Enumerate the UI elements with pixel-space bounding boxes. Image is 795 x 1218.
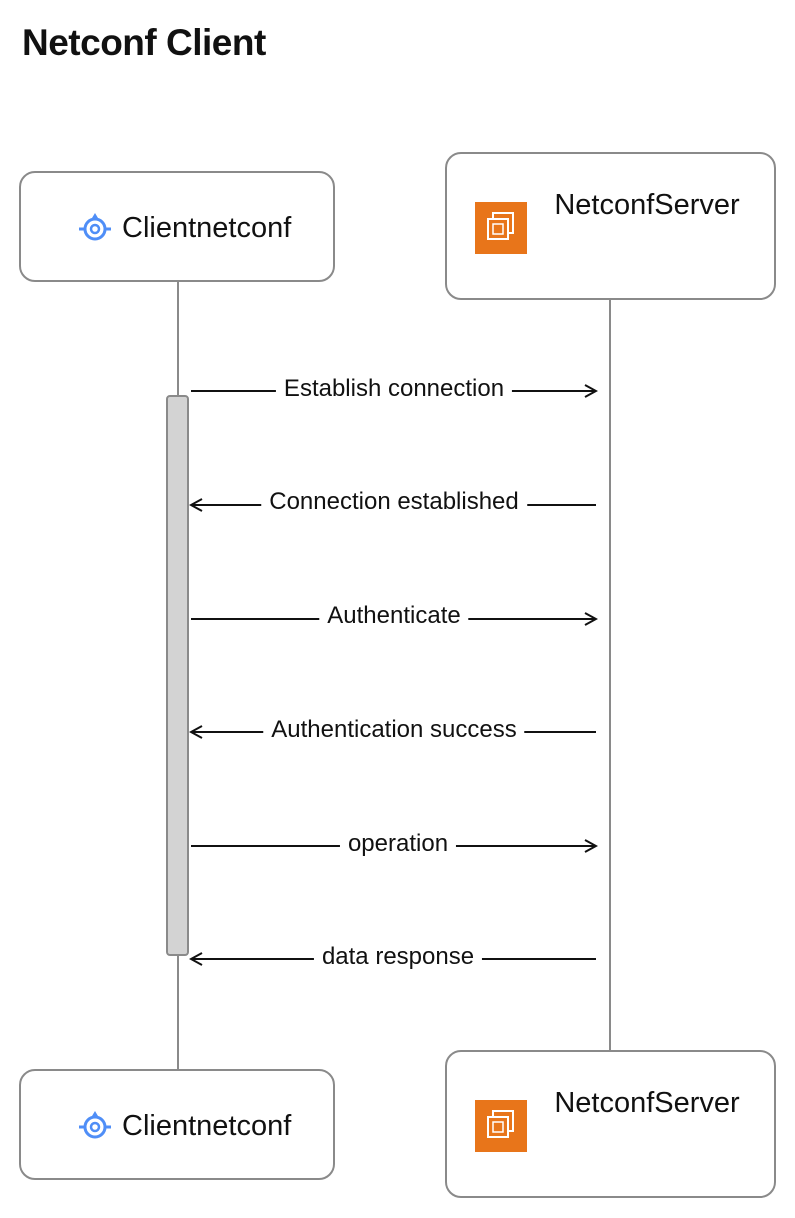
message-label: Establish connection [275,375,513,403]
client-participant-bottom: Clientnetconf [19,1069,335,1180]
client-label-top: Clientnetconf [122,212,292,244]
client-activation-bar [166,395,189,956]
message-label: data response [313,943,483,971]
gear-icon [79,1111,111,1139]
gear-icon [79,213,111,241]
server-participant-top: NetconfServer [445,152,776,300]
diagram-title: Netconf Client [22,22,266,63]
server-participant-bottom: NetconfServer [445,1050,776,1198]
server-icon [475,202,527,254]
client-label-bottom: Clientnetconf [122,1110,292,1142]
message-label: operation [339,830,457,858]
message-label: Connection established [261,488,527,516]
message-label: Authentication success [263,716,525,744]
message-label: Authenticate [319,602,469,630]
server-label-bottom: NetconfServer [554,1087,740,1119]
server-label-top: NetconfServer [554,189,740,221]
client-participant-top: Clientnetconf [19,171,335,282]
server-icon [475,1100,527,1152]
